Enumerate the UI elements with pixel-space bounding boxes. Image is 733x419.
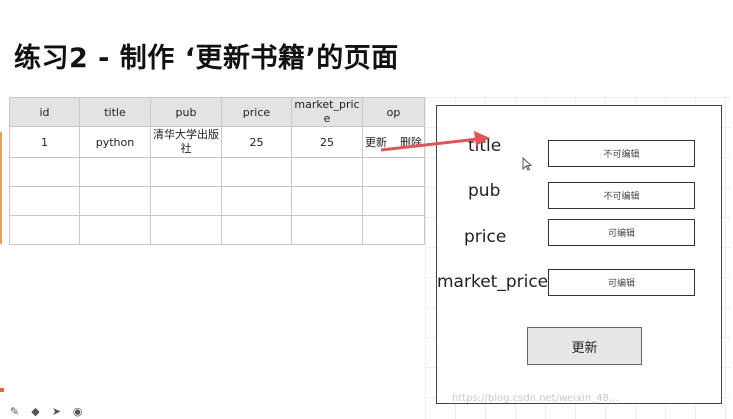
delete-link[interactable]: 删除: [400, 136, 422, 149]
table-row: [9, 186, 425, 216]
col-header-market-price: market_price: [291, 97, 363, 127]
table-row: 1 python 清华大学出版社 25 25 更新 删除: [9, 126, 425, 158]
price-label: price: [464, 227, 507, 247]
pub-input[interactable]: 不可编辑: [548, 182, 695, 209]
mouse-cursor-icon: [522, 157, 532, 171]
cell-price: 25: [221, 126, 292, 158]
slide-edge-dot: [0, 388, 4, 392]
slide-title: 练习2 - 制作 ‘更新书籍’的页面: [14, 43, 399, 74]
pen-icon[interactable]: ✎: [9, 405, 20, 418]
pub-label: pub: [468, 181, 501, 201]
slide-edge-accent: [0, 132, 2, 244]
col-header-id: id: [9, 97, 80, 127]
table-header-row: id title pub price market_price op: [9, 97, 425, 127]
price-input[interactable]: 可编辑: [548, 219, 695, 246]
col-header-price: price: [221, 97, 292, 127]
col-header-title: title: [79, 97, 151, 127]
eraser-icon[interactable]: ◆: [31, 405, 40, 418]
col-header-pub: pub: [150, 97, 222, 127]
pointer-icon[interactable]: ➤: [51, 405, 62, 418]
watermark: https://blog.csdn.net/weixin_48...: [452, 393, 619, 404]
market-price-label: market_price: [437, 272, 549, 292]
table-row: [9, 215, 425, 245]
update-button[interactable]: 更新: [527, 327, 642, 365]
col-header-op: op: [362, 97, 425, 127]
market-price-input[interactable]: 可编辑: [548, 269, 695, 296]
title-label: title: [468, 136, 502, 156]
update-link[interactable]: 更新: [365, 136, 387, 149]
title-input[interactable]: 不可编辑: [548, 140, 695, 167]
book-table: id title pub price market_price op 1 pyt…: [9, 97, 425, 245]
presentation-toolbar: ✎ ◆ ➤ ◉: [8, 405, 84, 418]
cell-op: 更新 删除: [362, 126, 425, 158]
record-icon[interactable]: ◉: [72, 405, 83, 418]
cell-title: python: [79, 126, 151, 158]
cell-market-price: 25: [291, 126, 363, 158]
table-row: [9, 157, 425, 187]
cell-id: 1: [9, 126, 80, 158]
cell-pub: 清华大学出版社: [150, 126, 222, 158]
